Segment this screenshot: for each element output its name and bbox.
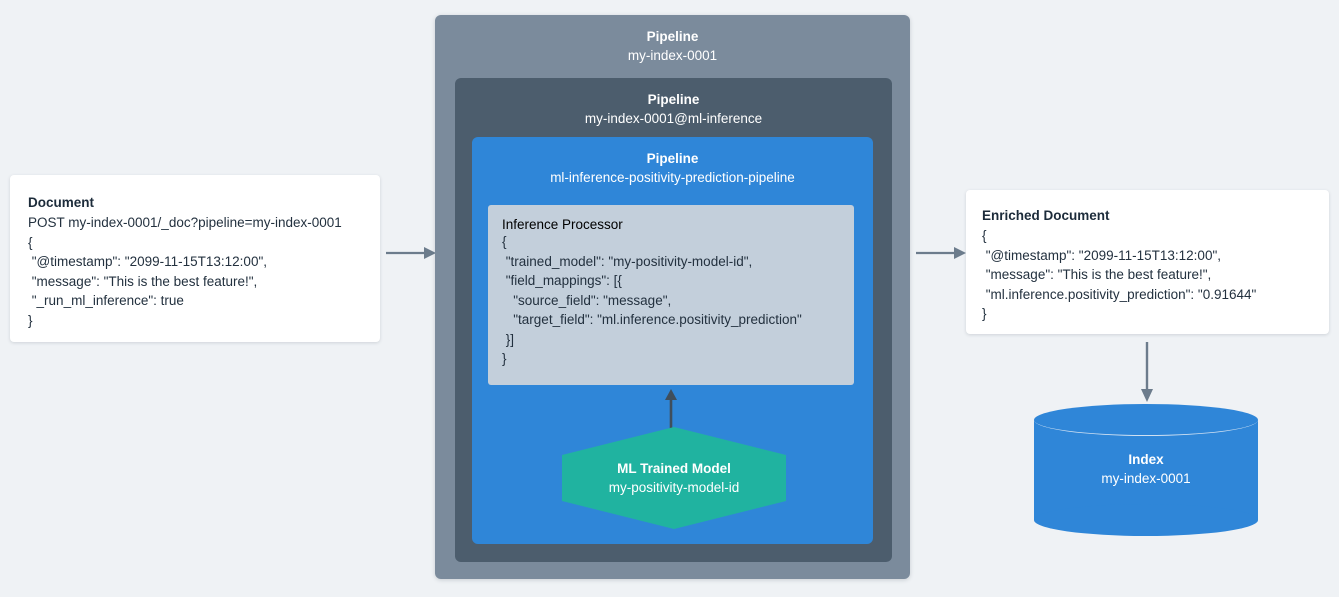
pipeline-inner-kind: Pipeline (646, 151, 699, 166)
cylinder-body (1034, 420, 1258, 520)
arrow-enriched-to-index (1141, 342, 1153, 402)
index-cylinder: Index my-index-0001 (1034, 404, 1258, 536)
arrow-document-to-pipeline (386, 247, 436, 259)
enriched-document-line: { (982, 228, 987, 243)
index-kind: Index (1128, 452, 1164, 467)
inference-processor-line: } (502, 351, 507, 366)
document-line: "_run_ml_inference": true (28, 293, 184, 308)
enriched-document-title: Enriched Document (982, 208, 1110, 223)
enriched-document-line: } (982, 306, 987, 321)
inference-processor-line: "source_field": "message", (502, 292, 672, 308)
inference-processor-title: Inference Processor (502, 217, 623, 232)
document-line: "message": "This is the best feature!", (28, 273, 258, 289)
ml-trained-model-node: ML Trained Model my-positivity-model-id (562, 427, 786, 529)
pipeline-inner-header: Pipeline ml-inference-positivity-predict… (472, 137, 873, 188)
inference-processor-line: "target_field": "ml.inference.positivity… (502, 312, 802, 327)
index-label: Index my-index-0001 (1034, 404, 1258, 534)
hexagon-shape (562, 427, 786, 529)
cylinder-top-ellipse (1034, 404, 1258, 436)
enriched-document-card: Enriched Document { "@timestamp": "2099-… (966, 190, 1329, 334)
pipeline-outer-header: Pipeline my-index-0001 (435, 15, 910, 66)
pipeline-mid-header: Pipeline my-index-0001@ml-inference (455, 78, 892, 129)
cylinder-bottom-ellipse (1034, 504, 1258, 536)
inference-processor-line: "trained_model": "my-positivity-model-id… (502, 253, 753, 269)
document-line: { (28, 234, 33, 250)
enriched-document-line: "@timestamp": "2099-11-15T13:12:00", (982, 247, 1221, 263)
pipeline-inner-name: ml-inference-positivity-prediction-pipel… (550, 170, 795, 185)
inference-processor-line: "field_mappings": [{ (502, 273, 622, 288)
inference-processor-line: }] (502, 331, 515, 347)
pipeline-mid-name: my-index-0001@ml-inference (584, 111, 763, 126)
pipeline-outer-kind: Pipeline (646, 29, 699, 44)
document-line: "@timestamp": "2099-11-15T13:12:00", (28, 254, 267, 269)
index-name: my-index-0001 (1101, 471, 1191, 486)
document-title: Document (28, 195, 95, 210)
enriched-document-line: "ml.inference.positivity_prediction": "0… (982, 286, 1257, 302)
pipeline-mid-kind: Pipeline (647, 92, 700, 107)
document-card: Document POST my-index-0001/_doc?pipelin… (10, 175, 380, 342)
document-line: POST my-index-0001/_doc?pipeline=my-inde… (28, 215, 342, 230)
inference-processor-line: { (502, 234, 507, 249)
enriched-document-line: "message": "This is the best feature!", (982, 267, 1212, 282)
pipeline-outer-name: my-index-0001 (627, 48, 718, 63)
inference-processor-box: Inference Processor { "trained_model": "… (488, 205, 854, 385)
document-line: } (28, 312, 33, 328)
arrow-pipeline-to-enriched (916, 247, 966, 259)
